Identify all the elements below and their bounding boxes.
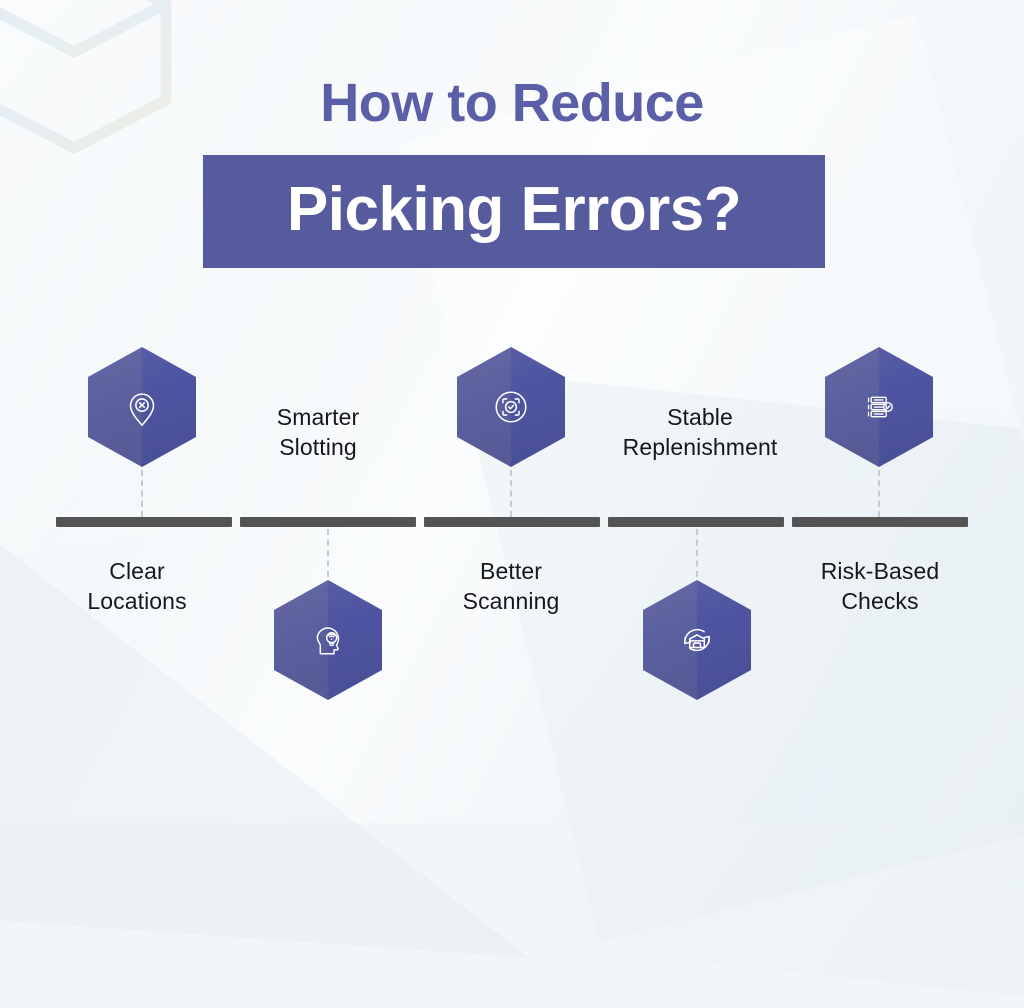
timeline-segment-3 (424, 517, 600, 527)
step-5-label-line-1: Risk-Based (820, 558, 940, 584)
title-highlight-band: Picking Errors? (203, 155, 825, 268)
page-title: How to Reduce (0, 76, 1024, 130)
step-5-label-line-2: Checks (841, 588, 919, 614)
step-5-connector-dots (878, 470, 880, 517)
step-node-4[interactable] (606, 580, 788, 700)
step-4-hexagon (643, 580, 751, 700)
step-4-label-line-1: Stable (667, 404, 733, 430)
step-2-label: Smarter Slotting (203, 402, 433, 462)
hexagon-shading (88, 347, 196, 467)
step-3-label-line-2: Scanning (462, 588, 560, 614)
step-4-label: Stable Replenishment (585, 402, 815, 462)
hexagon-shape (88, 347, 196, 467)
timeline-bar (56, 517, 968, 527)
step-4-connector-dots (696, 529, 698, 577)
step-4-label-line-2: Replenishment (622, 434, 778, 460)
step-1-label-line-1: Clear (109, 558, 165, 584)
warehouse-refresh-icon (643, 580, 751, 700)
step-2-label-line-1: Smarter (276, 404, 360, 430)
step-node-5[interactable] (788, 347, 970, 467)
step-1-hexagon (88, 347, 196, 467)
step-3-label: Better Scanning (396, 556, 626, 616)
headline-line-1: How to Reduce (320, 73, 704, 133)
background-diagonal-bottom-left (0, 455, 589, 960)
timeline-segment-5 (792, 517, 968, 527)
step-3-hexagon (457, 347, 565, 467)
hexagon-shape (643, 580, 751, 700)
step-2-hexagon (274, 580, 382, 700)
scan-check-icon (457, 347, 565, 467)
step-2-label-line-2: Slotting (279, 434, 357, 460)
hexagon-shading (643, 580, 751, 700)
timeline-segment-4 (608, 517, 784, 527)
headline-line-2: Picking Errors? (286, 174, 742, 244)
step-node-2[interactable] (237, 580, 419, 700)
step-1-label: Clear Locations (22, 556, 252, 616)
step-1-connector-dots (141, 470, 143, 517)
step-3-connector-dots (510, 470, 512, 517)
step-node-1[interactable] (51, 347, 233, 467)
step-5-hexagon (825, 347, 933, 467)
step-1-label-line-2: Locations (87, 588, 187, 614)
step-3-label-line-1: Better (480, 558, 542, 584)
timeline-segment-2 (240, 517, 416, 527)
location-pin-x-icon (88, 347, 196, 467)
step-5-label: Risk-Based Checks (765, 556, 995, 616)
head-lightbulb-idea-icon (274, 580, 382, 700)
server-stack-check-icon (825, 347, 933, 467)
timeline-segment-1 (56, 517, 232, 527)
step-node-3[interactable] (420, 347, 602, 467)
step-2-connector-dots (327, 529, 329, 577)
